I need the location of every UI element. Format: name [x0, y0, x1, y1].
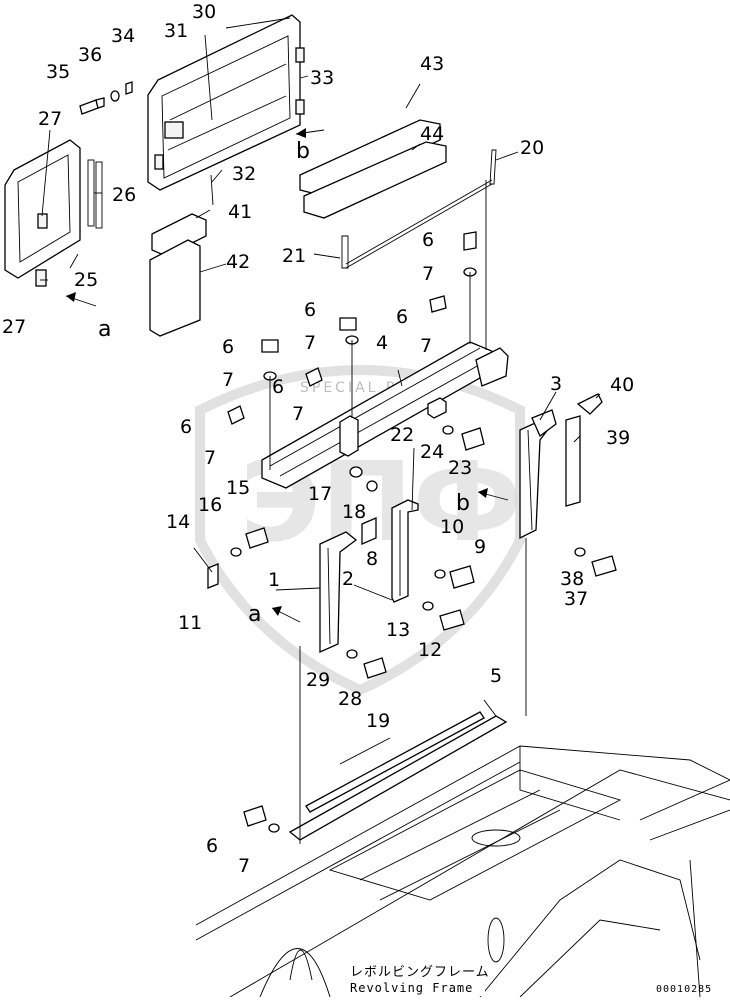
label-6-f: 6 [180, 416, 192, 438]
leader-lines [40, 17, 601, 765]
label-7-e: 7 [292, 403, 304, 425]
label-29: 29 [306, 669, 330, 691]
label-11: 11 [178, 612, 202, 634]
label-36: 36 [78, 44, 102, 66]
label-41: 41 [228, 201, 252, 223]
label-22: 22 [390, 424, 414, 446]
label-1: 1 [268, 569, 280, 591]
rail-5 [288, 711, 508, 841]
label-10: 10 [440, 516, 464, 538]
rod-32 [210, 174, 214, 206]
bolt-group [227, 231, 617, 833]
label-3: 3 [550, 373, 562, 395]
label-40: 40 [610, 374, 634, 396]
label-24: 24 [420, 441, 444, 463]
label-19: 19 [366, 710, 390, 732]
label-39: 39 [606, 427, 630, 449]
view-letter-b-top: b [296, 139, 310, 164]
plate-8 [361, 517, 377, 545]
label-6-a: 6 [422, 229, 434, 251]
watermark: SPECIAL PARTS ЭПФ [195, 365, 525, 696]
plate-44 [303, 141, 447, 219]
label-8: 8 [366, 548, 378, 570]
label-28: 28 [338, 688, 362, 710]
label-2: 2 [342, 568, 354, 590]
caption-english: Revolving Frame [350, 981, 473, 995]
caption-background [340, 962, 485, 996]
assembly-lines [269, 180, 527, 844]
label-33: 33 [310, 67, 334, 89]
label-7-b: 7 [304, 332, 316, 354]
label-27-bottom: 27 [2, 316, 26, 338]
label-7-f: 7 [204, 447, 216, 469]
washer-36 [110, 90, 120, 102]
view-letter-b-right: b [456, 491, 470, 516]
bolt-35 [79, 97, 105, 115]
washer-34 [125, 81, 133, 95]
label-13: 13 [386, 619, 410, 641]
label-42: 42 [226, 251, 250, 273]
label-21: 21 [282, 245, 306, 267]
label-5: 5 [490, 665, 502, 687]
label-6-d: 6 [222, 336, 234, 358]
bracket-22 [391, 499, 419, 603]
view-letter-a-mid: a [248, 602, 261, 627]
bracket-3 [519, 409, 557, 540]
label-12: 12 [418, 639, 442, 661]
label-7-a: 7 [422, 263, 434, 285]
label-6-b: 6 [304, 299, 316, 321]
label-37: 37 [564, 588, 588, 610]
label-4: 4 [376, 332, 388, 354]
label-43: 43 [420, 53, 444, 75]
part-labels: 31 30 34 36 35 33 43 27 44 20 32 26 41 6… [2, 1, 634, 877]
bar-20 [341, 149, 497, 269]
revolving-frame [195, 745, 730, 998]
label-32: 32 [232, 163, 256, 185]
label-26: 26 [112, 184, 136, 206]
beam-4 [261, 341, 509, 489]
label-7-g: 7 [238, 855, 250, 877]
label-35: 35 [46, 61, 70, 83]
plate-41 [151, 213, 207, 257]
label-27-top: 27 [38, 108, 62, 130]
label-9: 9 [474, 536, 486, 558]
label-14: 14 [166, 511, 190, 533]
view-arrows [65, 128, 509, 623]
bracket-1 [319, 531, 358, 654]
label-6-g: 6 [206, 835, 218, 857]
caption-japanese: レボルビングフレーム [350, 965, 490, 980]
label-20: 20 [520, 137, 544, 159]
label-30: 30 [192, 1, 216, 23]
label-25: 25 [74, 269, 98, 291]
label-15: 15 [226, 477, 250, 499]
label-6-e: 6 [272, 376, 284, 398]
label-44: 44 [420, 123, 444, 145]
seal-strips-26 [87, 159, 103, 229]
label-34: 34 [111, 25, 135, 47]
clip-11 [207, 563, 219, 589]
plate-42 [149, 239, 201, 337]
label-7-c: 7 [420, 335, 432, 357]
label-38: 38 [560, 568, 584, 590]
post-39 [565, 415, 581, 507]
label-16: 16 [198, 494, 222, 516]
label-17: 17 [308, 483, 332, 505]
label-6-c: 6 [396, 306, 408, 328]
label-31: 31 [164, 20, 188, 42]
drawing-code: 00010285 [656, 984, 712, 995]
bracket-40 [576, 393, 603, 415]
label-23: 23 [448, 457, 472, 479]
view-letters: b a b a [98, 139, 470, 627]
label-7-d: 7 [222, 369, 234, 391]
plate-43 [299, 119, 441, 196]
view-letter-a-left: a [98, 317, 111, 342]
large-cover-30 [147, 14, 305, 191]
label-18: 18 [342, 501, 366, 523]
